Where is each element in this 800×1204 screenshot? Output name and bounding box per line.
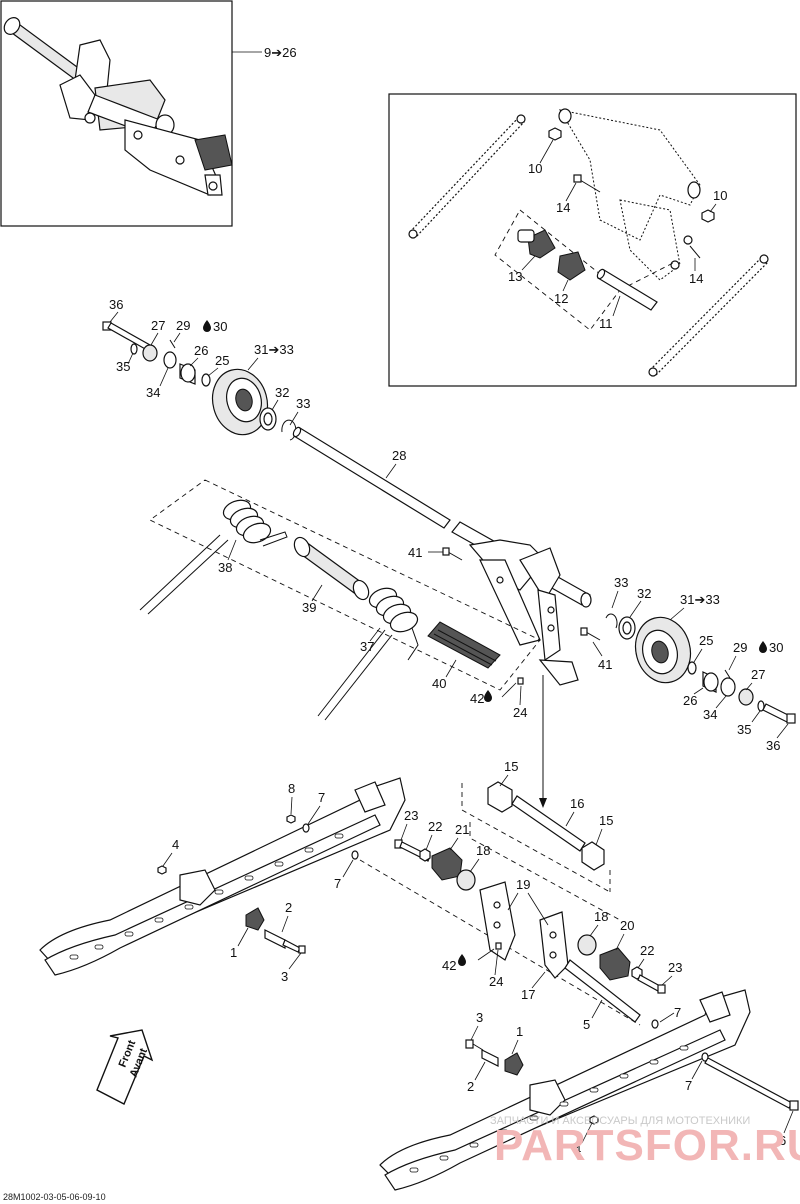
callout-35-upper: 35	[116, 359, 130, 374]
callout-27-upper: 27	[151, 318, 165, 333]
callout-7-right-lower: 7	[685, 1078, 692, 1093]
callout-9-26: 9➔26	[264, 45, 297, 60]
callout-37: 37	[360, 639, 374, 654]
callout-10-right: 10	[713, 188, 727, 203]
callout-12: 12	[554, 291, 568, 306]
callout-24-lower: 24	[489, 974, 503, 989]
callout-30-upper: 30	[213, 319, 227, 334]
callout-1-right: 1	[516, 1024, 523, 1039]
callout-36-upper: 36	[109, 297, 123, 312]
callout-14-left: 14	[556, 200, 570, 215]
reference-code: 28M1002-03-05-06-09-10	[3, 1192, 106, 1202]
axle-and-rear-arm: 28 41 41 42 24	[292, 426, 612, 808]
callout-26-lower: 26	[683, 693, 697, 708]
watermark-tagline: ЗАПЧАСТИ И АКСЕССУАРЫ ДЛЯ МОТОТЕХНИКИ	[490, 1115, 750, 1127]
callout-8: 8	[288, 781, 295, 796]
inset-front-arm: 9➔26	[0, 0, 297, 227]
callout-33-lower: 33	[614, 575, 628, 590]
rail-left: 8 7 7 4 2 1 3	[39, 777, 406, 984]
grease-drop-icon	[458, 954, 466, 966]
callout-29-upper: 29	[176, 318, 190, 333]
callout-6: 6	[779, 1133, 786, 1148]
lower-arm-assembly: 23 22 21 18 19 18 20 22 23 42 24 17 5	[359, 808, 682, 1032]
callout-22-right: 22	[640, 943, 654, 958]
callout-5: 5	[583, 1017, 590, 1032]
callout-32-upper: 32	[275, 385, 289, 400]
callout-19: 19	[516, 877, 530, 892]
callout-40: 40	[432, 676, 446, 691]
callout-13: 13	[508, 269, 522, 284]
callout-31-33-upper: 31➔33	[254, 342, 294, 357]
callout-21: 21	[455, 822, 469, 837]
watermark-brand: PARTSFOR.RU	[494, 1121, 800, 1170]
callout-18-left: 18	[476, 843, 490, 858]
callout-36-lower: 36	[766, 738, 780, 753]
callout-1-left: 1	[230, 945, 237, 960]
upper-wheel-left-group: 36 27 29 30 35 26 25 31➔33 34 32 33	[102, 297, 310, 441]
callout-28: 28	[392, 448, 406, 463]
callout-42-lower: 42	[442, 958, 456, 973]
callout-23-left: 23	[404, 808, 418, 823]
callout-25-upper: 25	[215, 353, 229, 368]
watermark: ЗАПЧАСТИ И АКСЕССУАРЫ ДЛЯ МОТОТЕХНИКИ PA…	[490, 1115, 800, 1170]
callout-34-upper: 34	[146, 385, 160, 400]
callout-25-lower: 25	[699, 633, 713, 648]
callout-11: 11	[599, 316, 613, 331]
callout-2-left: 2	[285, 900, 292, 915]
callout-15-upper: 15	[504, 759, 518, 774]
callout-7-left-lower: 7	[334, 876, 341, 891]
callout-35-lower: 35	[737, 722, 751, 737]
callout-20: 20	[620, 918, 634, 933]
callout-34-lower: 34	[703, 707, 717, 722]
callout-16: 16	[570, 796, 584, 811]
callout-22-left: 22	[428, 819, 442, 834]
callout-29-lower: 29	[733, 640, 747, 655]
callout-7-right-upper: 7	[674, 1005, 681, 1020]
inset-rear-link: 10 10 14 14 13 12 11	[388, 93, 797, 387]
callout-3-left: 3	[281, 969, 288, 984]
callout-24-upper: 24	[513, 705, 527, 720]
callout-27-lower: 27	[751, 667, 765, 682]
callout-3-right: 3	[476, 1010, 483, 1025]
callout-14-right: 14	[689, 271, 703, 286]
grease-drop-icon	[759, 641, 767, 653]
callout-4-right: 4	[574, 1142, 581, 1157]
callout-7-left-upper: 7	[318, 790, 325, 805]
callout-33-upper: 33	[296, 396, 310, 411]
callout-10-left: 10	[528, 161, 542, 176]
callout-31-33-lower: 31➔33	[680, 592, 720, 607]
callout-42-upper: 42	[470, 691, 484, 706]
front-direction-arrow: Front Avant	[96, 1029, 154, 1105]
callout-18-right: 18	[594, 909, 608, 924]
callout-38: 38	[218, 560, 232, 575]
callout-41-right: 41	[598, 657, 612, 672]
callout-17: 17	[521, 987, 535, 1002]
grease-drop-icon	[484, 690, 492, 702]
rail-right: 7 3 1 2 7 4 6	[379, 989, 799, 1191]
callout-41-left: 41	[408, 545, 422, 560]
callout-32-lower: 32	[637, 586, 651, 601]
callout-26-upper: 26	[194, 343, 208, 358]
grease-drop-icon	[203, 320, 211, 332]
callout-2-right: 2	[467, 1079, 474, 1094]
callout-23-right: 23	[668, 960, 682, 975]
callout-15-lower: 15	[599, 813, 613, 828]
callout-30-lower: 30	[769, 640, 783, 655]
callout-39: 39	[302, 600, 316, 615]
spring-group: 38 39 37 40	[139, 479, 541, 721]
upper-wheel-right-group: 33 32 31➔33 25 29 30 26 27 34 35 36	[605, 575, 796, 753]
callout-4-left: 4	[172, 837, 179, 852]
shaft-16-group: 15 16 15	[461, 759, 613, 893]
